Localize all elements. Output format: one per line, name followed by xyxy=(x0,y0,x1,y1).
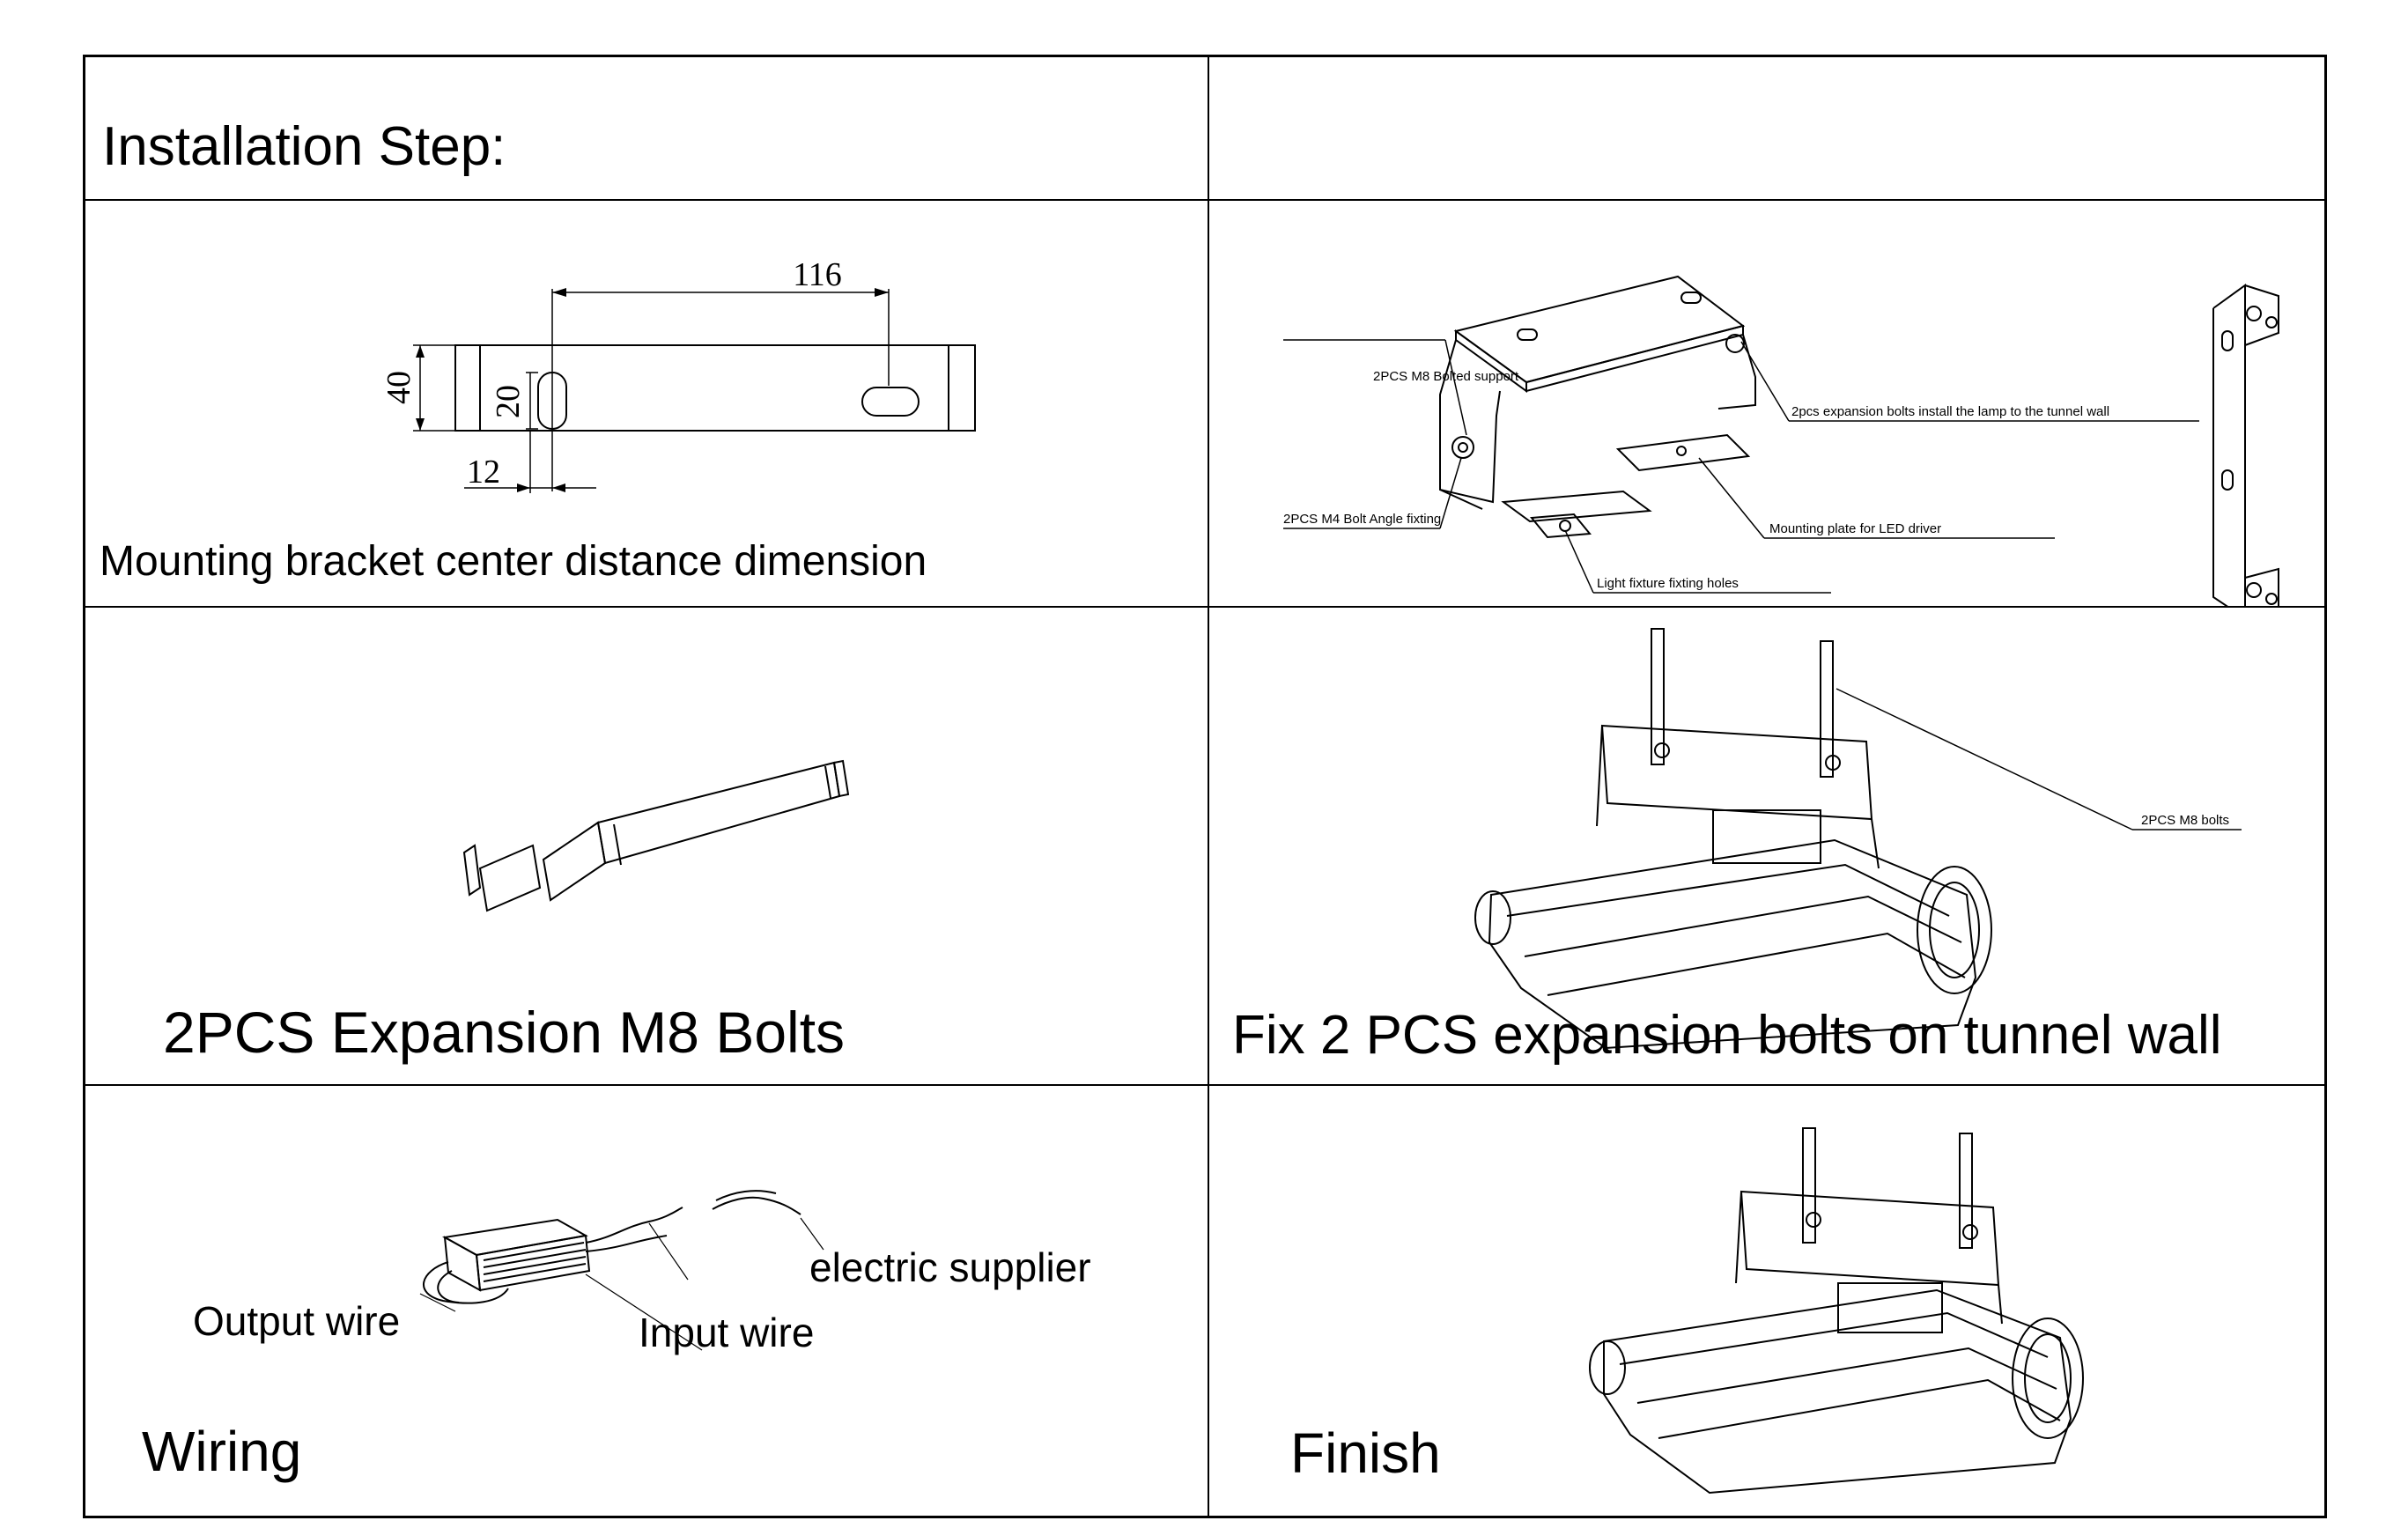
dim-slot-label: 20 xyxy=(490,385,527,418)
finish-caption: Finish xyxy=(1290,1421,1441,1485)
label-m8-bolts: 2PCS M8 bolts xyxy=(2141,813,2229,828)
dim-length-label: 116 xyxy=(793,256,842,293)
fix-bolts-cell: 2PCS M8 bolts Fix 2 PCS expansion bolts … xyxy=(1209,608,2324,1084)
expansion-bolt-drawing xyxy=(462,759,850,912)
row-divider xyxy=(85,606,2324,608)
label-output-wire: Output wire xyxy=(193,1298,400,1344)
label-angle-fixing: 2PCS M4 Bolt Angle fixting xyxy=(1283,512,1441,527)
installation-sheet: Installation Step: xyxy=(83,55,2327,1518)
row-divider xyxy=(85,199,2324,201)
wiring-caption: Wiring xyxy=(142,1420,302,1483)
label-driver-plate: Mounting plate for LED driver xyxy=(1769,521,1941,536)
label-input-wire: Input wire xyxy=(639,1310,814,1355)
bracket-parts-cell: 2PCS M8 Bolted support 2PCS M4 Bolt Angl… xyxy=(1209,201,2324,606)
label-bolted-support: 2PCS M8 Bolted support xyxy=(1373,369,1519,384)
fix-bolts-caption: Fix 2 PCS expansion bolts on tunnel wall xyxy=(1232,1005,2222,1066)
bolts-caption: 2PCS Expansion M8 Bolts xyxy=(163,1000,846,1065)
dim-height-label: 40 xyxy=(380,371,417,404)
label-electric-supplier: electric supplier xyxy=(809,1244,1091,1290)
bracket-parts-drawing: 2PCS M8 Bolted support 2PCS M4 Bolt Angl… xyxy=(1283,275,2279,606)
bracket-dimension-caption: Mounting bracket center distance dimensi… xyxy=(100,538,927,585)
header-cell: Installation Step: xyxy=(85,57,1208,199)
dim-offset-label: 12 xyxy=(467,454,500,491)
bolts-cell: 2PCS Expansion M8 Bolts xyxy=(85,608,1208,1084)
header-empty-cell xyxy=(1209,57,2324,199)
page-title: Installation Step: xyxy=(102,116,506,177)
label-fixture-holes: Light fixture fixting holes xyxy=(1597,576,1739,591)
fixture-with-bolts-drawing: 2PCS M8 bolts xyxy=(1474,628,2242,1050)
bracket-dimension-cell: 116 40 20 12 Mounting bracket center dis… xyxy=(85,201,1208,606)
bracket-dimension-drawing: 116 40 20 12 xyxy=(380,256,976,493)
row-divider xyxy=(85,1084,2324,1086)
label-expansion-bolts: 2pcs expansion bolts install the lamp to… xyxy=(1791,404,2109,419)
finish-cell: Finish xyxy=(1209,1086,2324,1516)
finished-fixture-drawing xyxy=(1589,1127,2084,1495)
wiring-drawing: electric supplier Output wire Input wire xyxy=(193,1190,1091,1355)
column-divider xyxy=(1208,57,1209,1516)
wiring-cell: electric supplier Output wire Input wire… xyxy=(85,1086,1208,1516)
